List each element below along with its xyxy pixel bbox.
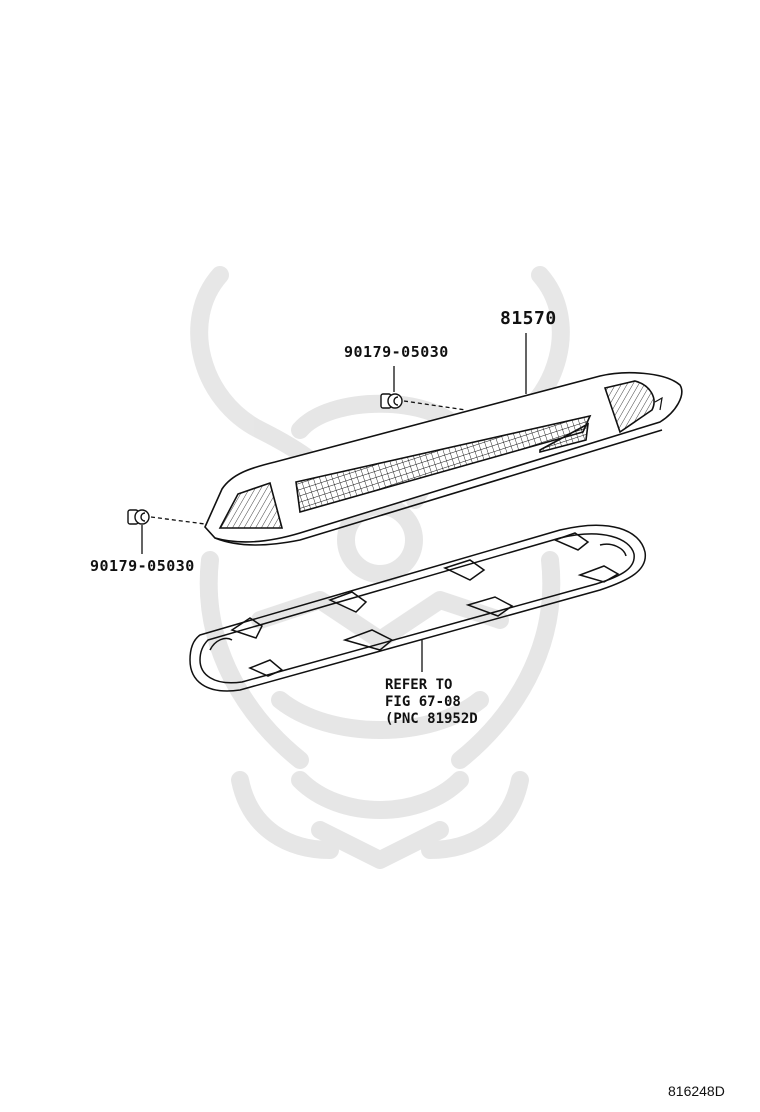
reference-note-line-3: (PNC 81952D: [385, 711, 478, 727]
diagram-id: 816248D: [668, 1083, 725, 1099]
lamp-housing-base: [189, 524, 646, 692]
watermark-logo-icon: [190, 266, 570, 869]
reference-note-line-1: REFER TO: [385, 677, 453, 693]
screw-left-icon: [127, 509, 150, 525]
reference-note: REFER TO FIG 67-08 (PNC 81952D: [385, 677, 478, 728]
main-part-label: 81570: [500, 308, 557, 329]
leader-lines: [141, 333, 527, 672]
lamp-assembly-81570: [204, 372, 683, 546]
screw-left-part-label: 90179-05030: [90, 557, 195, 575]
screw-top-icon: [380, 393, 403, 409]
screw-top-part-label: 90179-05030: [344, 343, 449, 361]
reference-note-line-2: FIG 67-08: [385, 694, 461, 710]
